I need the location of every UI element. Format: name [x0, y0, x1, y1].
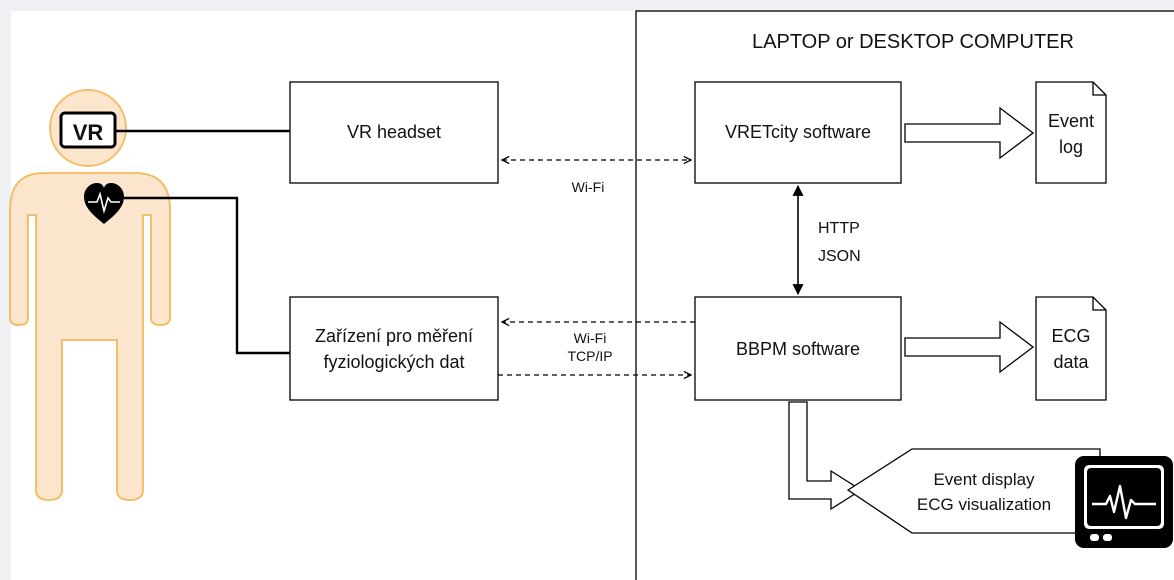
- wifi-bottom-label: Wi-Fi: [574, 330, 607, 346]
- ecg-data-line2: data: [1053, 352, 1089, 372]
- person-body: [9, 172, 171, 501]
- tcpip-label: TCP/IP: [567, 348, 612, 364]
- heart-ecg-icon: [84, 183, 124, 224]
- event-log-document: Event log: [1035, 81, 1107, 184]
- display-line2: ECG visualization: [917, 495, 1051, 514]
- vr-badge-label: VR: [73, 120, 104, 145]
- wifi-top-label: Wi-Fi: [572, 179, 605, 195]
- computer-panel-title: LAPTOP or DESKTOP COMPUTER: [752, 31, 1074, 53]
- display-bent-arrow: [788, 401, 863, 511]
- bbpm-software-box: [694, 296, 902, 401]
- ecg-data-line1: ECG: [1051, 326, 1090, 346]
- ecg-data-block-arrow: [904, 320, 1035, 374]
- monitor-ecg-icon: [1075, 456, 1173, 548]
- vr-headset-box: [289, 81, 499, 184]
- vretcity-software-box: [694, 81, 902, 184]
- person-figure: [9, 89, 171, 501]
- device-label-line2: fyziologických dat: [323, 352, 464, 372]
- display-line1: Event display: [933, 470, 1035, 489]
- vr-headset-label: VR headset: [347, 122, 441, 142]
- ecg-data-document: ECG data: [1035, 296, 1107, 401]
- json-label: JSON: [818, 248, 861, 265]
- event-log-line2: log: [1059, 137, 1083, 157]
- event-log-line1: Event: [1048, 111, 1094, 131]
- bbpm-software-label: BBPM software: [736, 339, 860, 359]
- sensor-cable-line: [124, 196, 290, 355]
- physiological-device-box: [289, 296, 499, 401]
- vr-badge-icon: VR: [59, 111, 117, 149]
- event-log-block-arrow: [904, 106, 1035, 160]
- device-label-line1: Zařízení pro měření: [315, 326, 473, 346]
- vretcity-software-label: VRETcity software: [725, 122, 871, 142]
- http-label: HTTP: [818, 220, 860, 237]
